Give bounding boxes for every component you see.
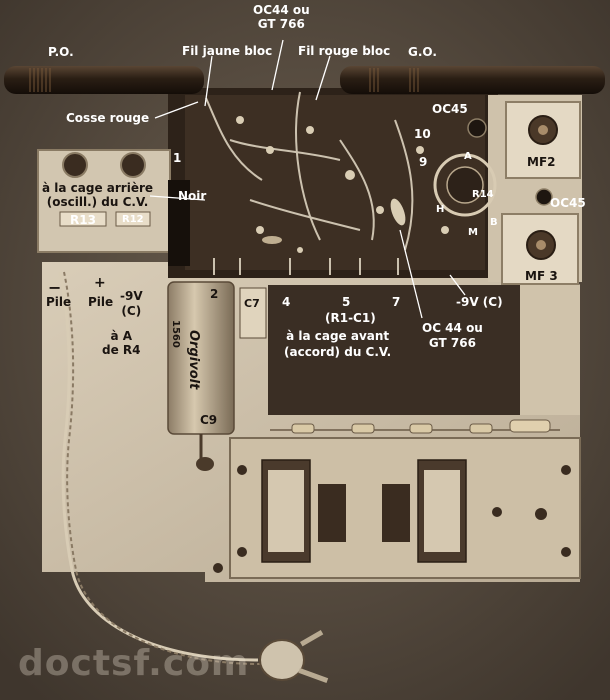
label-oc44-low-line2: GT 766: [428, 336, 476, 350]
label-cosse-rouge: Cosse rouge: [66, 111, 150, 125]
label-minus9v: -9V (C): [120, 290, 143, 317]
battery-plug: [259, 630, 329, 683]
label-noir: Noir: [178, 189, 207, 203]
label-10: 10: [414, 127, 431, 141]
capacitor-c9: [167, 281, 235, 435]
label-fil-rouge: Fil rouge bloc: [298, 44, 391, 58]
label-9: 9: [419, 155, 428, 169]
label-minus9v-line1: -9V: [120, 289, 143, 303]
label-oc44-top-line1: OC44 ou: [253, 3, 310, 17]
label-oc44-low: OC 44 ou GT 766: [422, 322, 483, 349]
label-plus: +: [94, 275, 106, 291]
label-4: 4: [282, 295, 291, 309]
capacitor-c7: [239, 287, 267, 339]
label-a-de-r4-line2: de R4: [102, 343, 141, 357]
label-r14: R14: [472, 189, 494, 200]
label-r12: R12: [122, 214, 144, 225]
label-pile-1: Pile: [46, 295, 72, 309]
label-minus9v-line2: (C): [121, 304, 142, 318]
label-minus: −: [48, 278, 62, 297]
ferrite-rod-po: [4, 66, 204, 94]
label-r13: R13: [70, 213, 96, 227]
label-a-de-r4-line1: à A: [110, 329, 133, 343]
label-cage-arriere: à la cage arrière (oscill.) du C.V.: [42, 182, 153, 208]
label-h: H: [436, 204, 445, 215]
label-fil-jaune: Fil jaune bloc: [182, 44, 273, 58]
label-cap-value: 1560: [170, 320, 181, 348]
label-c7: C7: [244, 297, 260, 310]
label-cage-arriere-line2: (oscill.) du C.V.: [46, 195, 149, 209]
battery-cable: [58, 271, 259, 662]
tuning-capacitor-block: [37, 149, 171, 253]
label-mf3: MF 3: [525, 269, 558, 283]
label-2: 2: [210, 287, 219, 301]
watermark: doctsf.com: [18, 643, 250, 684]
label-po: P.O.: [48, 45, 74, 59]
label-oc44-top: OC44 ou GT 766: [253, 4, 310, 30]
resistor-row: [270, 419, 560, 434]
label-oc45-top: OC45: [432, 102, 468, 116]
label-c9: C9: [200, 413, 218, 427]
leader-lines: [149, 39, 466, 319]
label-cage-avant-line1: à la cage avant: [286, 329, 390, 343]
circuit-board-inner: [185, 95, 485, 270]
label-a-de-r4: à A de R4: [102, 330, 141, 356]
label-cage-avant: à la cage avant (accord) du C.V.: [284, 330, 391, 358]
label-5: 5: [342, 295, 351, 309]
label-cage-avant-line2: (accord) du C.V.: [284, 345, 392, 359]
label-minus9v-c: -9V (C): [456, 295, 503, 309]
label-7: 7: [392, 295, 401, 309]
label-r1c1: (R1-C1): [325, 311, 376, 325]
ferrite-rod-go: [340, 66, 605, 94]
label-m: M: [468, 227, 478, 238]
label-a-pin: A: [464, 151, 472, 162]
label-mf2: MF2: [527, 155, 556, 169]
recess-area: [268, 285, 520, 415]
label-oc44-top-line2: GT 766: [257, 17, 305, 31]
wiring: [205, 91, 414, 275]
label-oc45-right: OC45: [550, 196, 586, 210]
label-cage-arriere-line1: à la cage arrière: [42, 181, 154, 195]
label-b: B: [490, 217, 498, 228]
label-go: G.O.: [408, 45, 437, 59]
label-oc44-low-line1: OC 44 ou: [422, 321, 483, 335]
label-1: 1: [173, 151, 182, 165]
label-cap-brand: Orgivolt: [186, 330, 201, 390]
label-pile-2: Pile: [88, 295, 114, 309]
